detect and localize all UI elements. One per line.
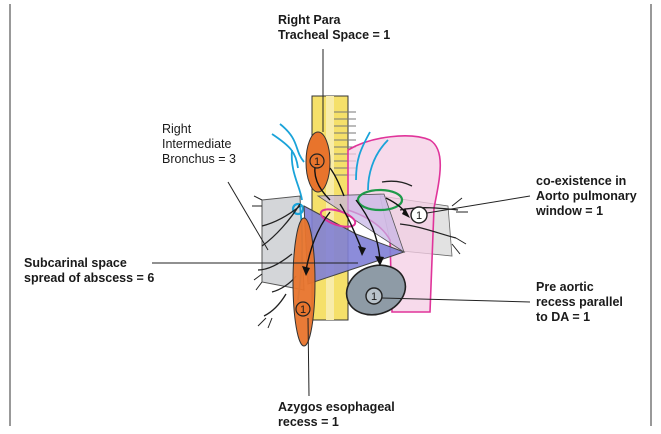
marker-tracheal: 1 [310, 154, 324, 168]
label-subcarinal-space: Subcarinal space spread of abscess = 6 [24, 256, 154, 286]
marker-pre-aortic: 1 [366, 288, 382, 304]
marker-pre-aortic-number: 1 [371, 291, 377, 303]
marker-azygos-number: 1 [300, 304, 306, 316]
trachea-lumen [326, 96, 334, 320]
leader-ap-window [427, 196, 530, 213]
label-right-intermediate-bronchus: Right Intermediate Bronchus = 3 [162, 122, 236, 167]
marker-azygos: 1 [296, 302, 310, 316]
label-coexistence-ap-window: co-existence in Aorto pulmonary window =… [536, 174, 637, 219]
label-right-para-tracheal: Right Para Tracheal Space = 1 [278, 13, 390, 43]
marker-tracheal-number: 1 [314, 156, 320, 168]
esophageal-abscess [293, 218, 315, 346]
marker-ap-window-number: 1 [416, 210, 422, 222]
label-azygos-esophageal: Azygos esophageal recess = 1 [278, 400, 395, 430]
label-pre-aortic-recess: Pre aortic recess parallel to DA = 1 [536, 280, 623, 325]
marker-ap-window: 1 [411, 207, 427, 223]
